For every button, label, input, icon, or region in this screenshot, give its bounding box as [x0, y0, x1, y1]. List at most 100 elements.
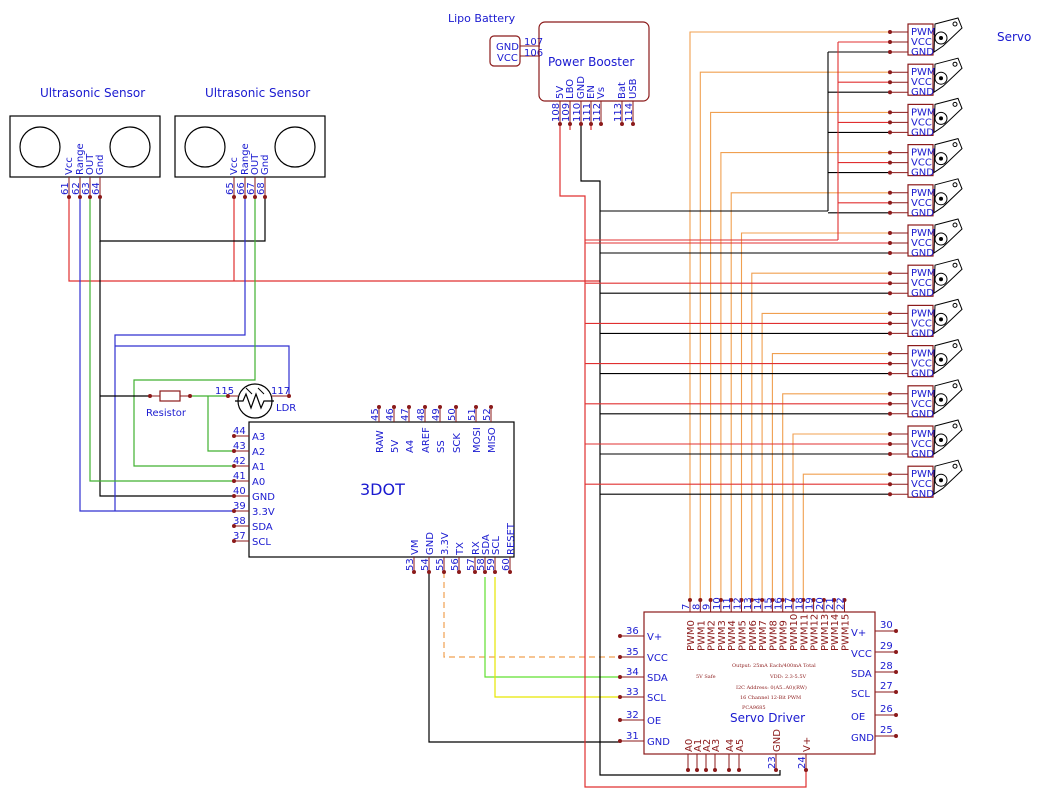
servo-pin-name: GND	[911, 328, 934, 339]
driver-left-num: 33	[626, 687, 639, 698]
booster-title: Power Booster	[548, 55, 634, 69]
servo-horn-icon	[933, 459, 963, 496]
booster-pin-name: Bat	[617, 82, 628, 99]
dot3-top-dot	[438, 405, 442, 409]
dot3-top-dot	[423, 405, 427, 409]
driver-right-dot	[894, 650, 898, 654]
dot3-top-num: 49	[431, 408, 442, 421]
dot3-pin-dot	[232, 494, 236, 498]
3dot-board: 3DOT	[248, 421, 515, 558]
servo-pin-name: GND	[911, 208, 934, 219]
servo-hub-dot	[939, 438, 943, 442]
booster-pin-name: EN	[586, 85, 597, 99]
sensor-pin-name: Range	[75, 143, 86, 175]
servo-pin-dot	[888, 401, 892, 406]
dot3-pin-num: 44	[233, 426, 246, 437]
driver-pwm-num: 18	[794, 597, 805, 610]
servo-pin-name: PWM	[911, 228, 936, 239]
driver-pwm-name: PWM14	[830, 614, 841, 651]
driver-left-name: OE	[647, 716, 661, 727]
dot3-bottom-name: RESET	[506, 522, 517, 555]
wire-booster-5v	[559, 124, 807, 788]
driver-pwm-num: 16	[774, 597, 785, 610]
dot3-pin-num: 41	[233, 471, 246, 482]
servo-pin-name: VCC	[911, 158, 932, 169]
driver-right-dot	[894, 629, 898, 633]
servo-pin-name: GND	[911, 87, 934, 98]
servo-hub-dot	[939, 156, 943, 161]
driver-left-num: 32	[626, 710, 639, 721]
servo-pin-name: PWM	[911, 469, 936, 480]
dot3-pin-dot	[232, 539, 236, 543]
driver-pwm-dot	[842, 598, 847, 602]
driver-pwm-dot	[739, 598, 744, 602]
servo-body	[907, 63, 934, 96]
driver-right-name: VCC	[851, 649, 872, 660]
wire-3dot-scl	[494, 577, 620, 698]
servo-pin-name: PWM	[911, 107, 936, 118]
dot3-top-name: AREF	[421, 427, 432, 453]
sensor-pin-name: OUT	[85, 153, 96, 175]
driver-right-num: 29	[880, 641, 893, 652]
driver-pwm-dot	[770, 598, 775, 602]
servo-wires	[585, 31, 890, 600]
driver-left-num: 35	[626, 647, 639, 658]
dot3-pin-name: A0	[252, 477, 265, 488]
booster-pin-dot	[631, 122, 635, 126]
dot3-bottom-num: 59	[486, 558, 497, 571]
servo-pin-dot	[888, 190, 892, 195]
driver-pwm-dot	[791, 598, 795, 602]
driver-note-4: 16 Channel 12-Bit PWM	[740, 695, 801, 701]
servo-pin-dot	[888, 241, 892, 245]
sensor-pin-num: 68	[256, 182, 267, 195]
driver-pwm-dot	[780, 598, 785, 602]
driver-left-name: SCL	[647, 693, 666, 704]
servo-body	[907, 425, 934, 458]
dot3-pin-num: 39	[233, 501, 246, 512]
dot3-pin-num: 43	[233, 441, 246, 452]
servo-pin-name: GND	[911, 127, 934, 138]
wire-servo-pwm	[730, 192, 890, 600]
driver-pwm-name: PWM2	[707, 620, 718, 651]
transducer-icon	[274, 126, 316, 168]
servo-pin-name: PWM	[911, 268, 936, 279]
dot3-pin-name: SCL	[252, 537, 271, 548]
servo-body	[907, 264, 934, 297]
driver-pwm-num: 10	[712, 597, 723, 610]
dot3-top-name: A4	[405, 440, 416, 453]
dot3-pin-dot	[232, 449, 236, 453]
driver-left-dot	[618, 718, 622, 722]
booster-pin-num: 114	[624, 103, 635, 122]
dot3-pin-name: GND	[252, 492, 275, 503]
driver-left-name: GND	[647, 737, 670, 748]
dot3-top-name: RAW	[375, 430, 386, 453]
driver-bottom-name: A3	[711, 739, 722, 752]
dot3-bottom-dot	[508, 570, 512, 574]
wire-gnd-to-3dot	[99, 241, 234, 497]
dot3-pin-num: 40	[233, 486, 246, 497]
lipo-pin-gnd: GND	[496, 42, 519, 53]
servo-screw-icon	[952, 343, 958, 349]
servo-pin-dot	[888, 492, 892, 497]
servo-pin-dot	[888, 291, 892, 296]
servo-pin-dot	[888, 251, 892, 255]
dot3-pin-dot	[232, 479, 236, 483]
servo-hub-icon	[934, 473, 948, 487]
dot3-bottom-num: 55	[435, 558, 446, 571]
dot3-bottom-dot	[457, 570, 461, 574]
sensor-pin-num: 65	[225, 182, 236, 195]
driver-right-num: 30	[880, 620, 893, 631]
wire-range1	[79, 197, 234, 512]
dot3-pin-name: A3	[252, 432, 265, 443]
driver-pwm-dot	[760, 598, 765, 602]
driver-bottom-num: 24	[797, 756, 808, 769]
dot3-bottom-dot	[483, 570, 487, 574]
servo-body	[907, 304, 934, 337]
sensor-pin-dot	[253, 195, 257, 199]
servo-body	[907, 103, 934, 137]
servo-screw-icon	[952, 302, 958, 308]
dot3-pin-name: 3.3V	[252, 507, 275, 518]
